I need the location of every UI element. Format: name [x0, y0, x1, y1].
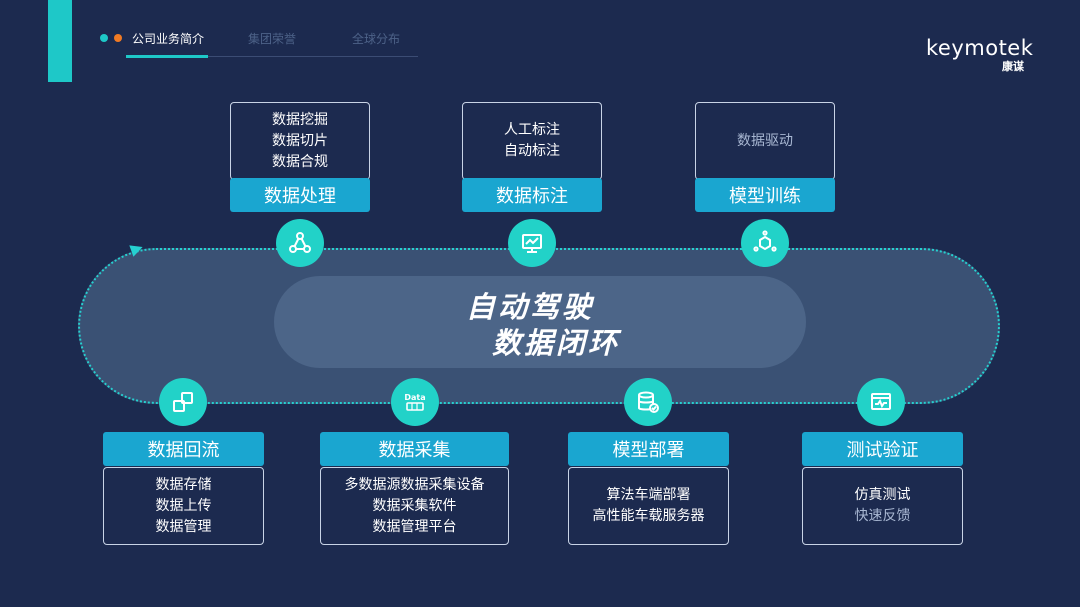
stage-test-validation-label: 测试验证 — [802, 432, 963, 466]
accent-bar — [48, 0, 72, 82]
nav-underline — [126, 56, 418, 57]
center-title-line2: 数据闭环 — [492, 326, 621, 360]
monitor-chart-icon — [508, 219, 556, 267]
stage-model-training-label: 模型训练 — [695, 178, 835, 212]
stage-data-return-label: 数据回流 — [103, 432, 264, 466]
desc-item: 仿真测试 — [854, 487, 911, 503]
tab-company-business[interactable]: 公司业务简介 — [132, 32, 205, 46]
network-nodes-icon — [276, 219, 324, 267]
tab-group-honors[interactable]: 集团荣誉 — [248, 32, 297, 46]
stage-data-processing-label: 数据处理 — [230, 178, 370, 212]
desc-item: 数据切片 — [272, 132, 328, 149]
desc-item: 快速反馈 — [854, 508, 911, 524]
desc-item: 数据挖掘 — [272, 111, 328, 128]
nav-dot-teal — [100, 34, 108, 42]
desc-item: 高性能车载服务器 — [592, 508, 705, 524]
nav-active-indicator — [126, 55, 208, 58]
desc-item: 多数据源数据采集设备 — [344, 476, 485, 493]
data-icon: Data — [391, 378, 439, 426]
stage-data-return-desc: 数据存储 数据上传 数据管理 — [103, 467, 264, 545]
top-nav: 公司业务简介 集团荣誉 全球分布 — [100, 28, 420, 60]
desc-item: 数据存储 — [155, 476, 212, 493]
nav-dot-orange — [114, 34, 122, 42]
stage-data-collection-label: 数据采集 — [320, 432, 509, 466]
desc-item: 人工标注 — [504, 122, 560, 138]
desc-item: 数据采集软件 — [372, 497, 457, 514]
logo: keymotek 康谋 — [926, 36, 1036, 76]
stage-model-training-desc: 数据驱动 — [695, 102, 835, 180]
stage-data-collection-desc: 多数据源数据采集设备 数据采集软件 数据管理平台 — [320, 467, 509, 545]
desc-item: 数据管理 — [155, 518, 212, 535]
desc-item: 数据上传 — [155, 497, 212, 514]
svg-text:Data: Data — [404, 393, 425, 402]
logo-text: keymotek — [926, 36, 1034, 60]
logo-subtext: 康谋 — [1002, 60, 1024, 73]
desc-item: 算法车端部署 — [606, 487, 691, 503]
stage-data-annotation-desc: 人工标注 自动标注 — [462, 102, 602, 180]
center-title-line1: 自动驾驶 — [466, 290, 595, 324]
desc-item: 数据管理平台 — [372, 518, 457, 535]
cube-network-icon — [741, 219, 789, 267]
stage-data-annotation-label: 数据标注 — [462, 178, 602, 212]
cycle-squares-icon — [159, 378, 207, 426]
stage-data-processing-desc: 数据挖掘 数据切片 数据合规 — [230, 102, 370, 180]
desc-item: 数据合规 — [272, 153, 328, 170]
center-title-pill — [274, 276, 806, 368]
database-check-icon — [624, 378, 672, 426]
stage-test-validation-desc: 仿真测试 快速反馈 — [802, 467, 963, 545]
tab-global-distribution[interactable]: 全球分布 — [352, 32, 401, 46]
desc-item: 自动标注 — [504, 143, 560, 159]
desc-item: 数据驱动 — [737, 132, 793, 149]
monitor-pulse-icon — [857, 378, 905, 426]
stage-model-deployment-desc: 算法车端部署 高性能车载服务器 — [568, 467, 729, 545]
stage-model-deployment-label: 模型部署 — [568, 432, 729, 466]
